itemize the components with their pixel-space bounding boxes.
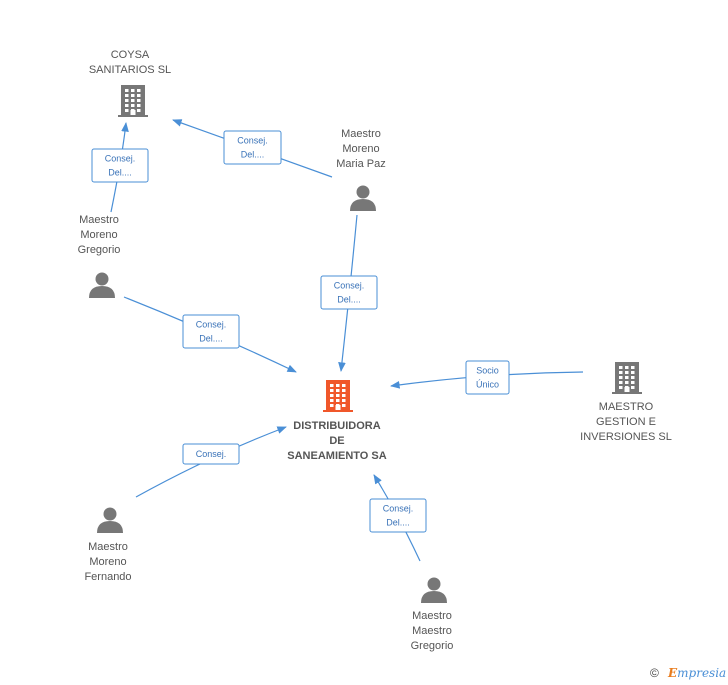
edge-label-text: Consej. xyxy=(196,449,227,459)
node-label: DISTRIBUIDORA xyxy=(293,420,380,432)
node-label: SANITARIOS SL xyxy=(89,64,171,76)
node-label: Moreno xyxy=(80,229,117,241)
node-label: Gregorio xyxy=(411,640,454,652)
edge-label-text: Del.... xyxy=(108,168,132,178)
person-icon xyxy=(350,185,376,211)
building-icon xyxy=(118,85,148,117)
edge-label-text: Socio xyxy=(476,366,499,376)
edge-gregorio1-to-coysa: Consej. Del.... xyxy=(91,122,149,213)
edge-label-text: Del.... xyxy=(337,295,361,305)
edge-gregorio1-to-distribuidora: Consej. Del.... xyxy=(123,296,297,373)
node-label: Gregorio xyxy=(78,244,121,256)
node-label: Maestro xyxy=(341,128,381,140)
node-label: GESTION E xyxy=(596,416,656,428)
edge-label-box xyxy=(320,275,378,310)
person-icon xyxy=(421,577,447,603)
edge-gregorio2-to-distribuidora: Consej. Del.... xyxy=(369,474,427,562)
edge-label-text: Consej. xyxy=(334,281,365,291)
edge-label[interactable]: Consej. Del.... xyxy=(91,148,149,183)
edge-label-box xyxy=(223,130,282,165)
node-label: Moreno xyxy=(89,556,126,568)
node-label: MAESTRO xyxy=(599,401,654,413)
node-label: Maria Paz xyxy=(336,158,386,170)
edge-label-box xyxy=(465,360,510,395)
node-label: Maestro xyxy=(88,541,128,553)
edge-label-text: Del.... xyxy=(241,150,265,160)
brand-initial: E xyxy=(668,666,678,680)
node-gestion[interactable]: MAESTRO GESTION E INVERSIONES SL xyxy=(580,362,672,443)
node-label: INVERSIONES SL xyxy=(580,431,672,443)
building-icon xyxy=(323,380,353,412)
node-label: DE xyxy=(329,435,344,447)
edge-label-text: Consej. xyxy=(237,136,268,146)
person-icon xyxy=(97,507,123,533)
edge-label[interactable]: Consej. xyxy=(182,443,240,465)
edge-label-box xyxy=(182,443,240,465)
person-icon xyxy=(89,272,115,298)
node-distribuidora[interactable]: DISTRIBUIDORA DE SANEAMIENTO SA xyxy=(287,380,387,462)
edge-label-box xyxy=(182,314,240,349)
edge-paz-to-coysa: Consej. Del.... xyxy=(172,119,333,178)
node-label: Moreno xyxy=(342,143,379,155)
node-label: Maestro xyxy=(412,610,452,622)
edge-label[interactable]: Consej. Del.... xyxy=(223,130,282,165)
building-icon xyxy=(612,362,642,394)
node-label: Maestro xyxy=(79,214,119,226)
edge-paz-to-distribuidora: Consej. Del.... xyxy=(320,214,378,372)
node-label: Fernando xyxy=(84,571,131,583)
node-label: Maestro xyxy=(412,625,452,637)
edge-label-box xyxy=(91,148,149,183)
edge-label-text: Consej. xyxy=(196,320,227,330)
edge-label-text: Del.... xyxy=(199,334,223,344)
edge-label[interactable]: Consej. Del.... xyxy=(320,275,378,310)
brand-logo: Empresia xyxy=(668,666,726,680)
node-label: COYSA xyxy=(111,49,150,61)
edge-label-text: Consej. xyxy=(383,504,414,514)
edge-label-box xyxy=(369,498,427,533)
copyright-symbol: © xyxy=(650,666,659,680)
edge-label[interactable]: Consej. Del.... xyxy=(369,498,427,533)
edge-label-text: Consej. xyxy=(105,154,136,164)
edge-fernando-to-distribuidora: Consej. xyxy=(135,426,287,498)
edge-label[interactable]: Consej. Del.... xyxy=(182,314,240,349)
node-label: SANEAMIENTO SA xyxy=(287,450,386,462)
brand-rest: mpresia xyxy=(677,666,727,680)
edge-label-text: Único xyxy=(476,380,499,390)
edge-label-text: Del.... xyxy=(386,518,410,528)
node-coysa[interactable]: COYSA SANITARIOS SL xyxy=(89,49,171,117)
